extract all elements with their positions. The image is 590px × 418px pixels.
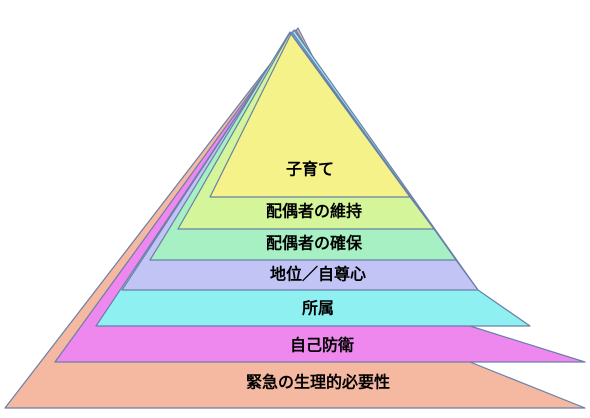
level-parenting: 子育て bbox=[209, 33, 411, 198]
level-parenting-band bbox=[209, 33, 411, 198]
level-mate-retention-label: 配偶者の維持 bbox=[266, 202, 362, 221]
level-mate-acquisition-label: 配偶者の確保 bbox=[266, 234, 363, 253]
level-self-protection-label: 自己防衛 bbox=[290, 336, 354, 355]
level-affiliation-label: 所属 bbox=[302, 299, 334, 318]
level-physiological-label: 緊急の生理的必要性 bbox=[246, 373, 390, 392]
level-parenting-label: 子育て bbox=[286, 160, 334, 179]
level-status-esteem-label: 地位／自尊心 bbox=[270, 265, 366, 284]
